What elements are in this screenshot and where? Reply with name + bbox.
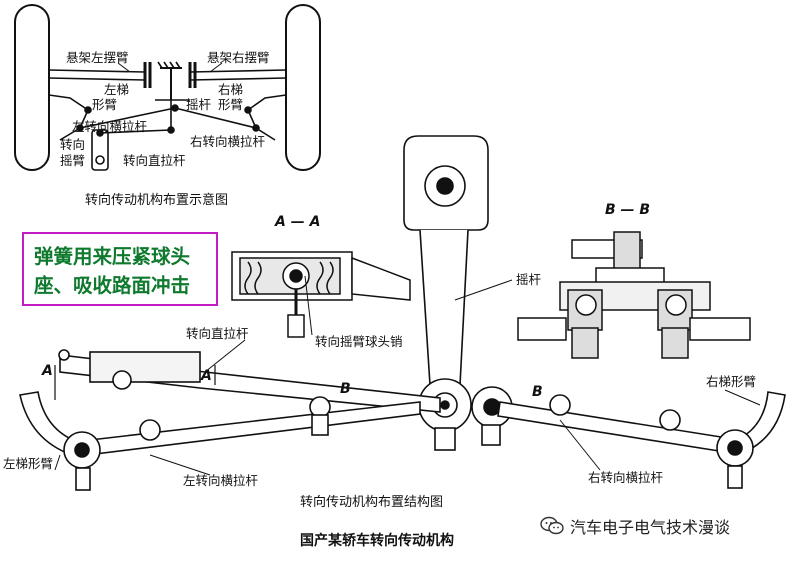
label-left-trap-arm-2: 形臂 [92, 97, 117, 112]
label-rocker: 摇杆 [516, 272, 542, 287]
label-steering-drop-arm-2: 摇臂 [60, 153, 85, 168]
label-drag-link: 转向直拉杆 [186, 326, 249, 341]
label-steering-drop-arm-1: 转向 [60, 137, 85, 152]
label-left-tie-rod: 左转向横拉杆 [72, 119, 148, 134]
right-wheel [285, 4, 321, 171]
marker-a-left: A [41, 363, 53, 379]
watermark-text: 汽车电子电气技术漫谈 [570, 518, 731, 537]
label-right-susp-arm: 悬架右摆臂 [207, 50, 270, 65]
label-right-tie-rod: 右转向横拉杆 [588, 470, 664, 485]
label-left-trap-arm: 左梯形臂 [3, 456, 53, 471]
label-right-trap-arm: 右梯形臂 [706, 374, 756, 389]
figure-title: 国产某轿车转向传动机构 [300, 532, 454, 549]
marker-b-right: B [532, 384, 543, 400]
main-drawing-caption: 转向传动机构布置结构图 [300, 494, 443, 510]
main-structure [19, 135, 786, 491]
marker-a-right: A [200, 368, 212, 384]
label-ball-pin: 转向摇臂球头销 [315, 334, 403, 349]
label-left-tie-rod: 左转向横拉杆 [183, 473, 259, 488]
label-left-susp-arm: 悬架左摆臂 [66, 50, 129, 65]
right-tie-rod [497, 401, 741, 455]
top-schematic-caption: 转向传动机构布置示意图 [85, 192, 228, 208]
callout-line-1: 弹簧用来压紧球头 [34, 245, 191, 268]
top-schematic [14, 4, 321, 171]
section-bb-title: B — B [605, 202, 650, 218]
wechat-icon [540, 516, 564, 535]
spring-callout-box: 弹簧用来压紧球头 座、吸收路面冲击 [22, 232, 218, 306]
section-aa-title: A — A [274, 214, 320, 230]
watermark: 汽车电子电气技术漫谈 [540, 515, 730, 537]
label-right-tie-rod: 右转向横拉杆 [190, 134, 266, 149]
top-schematic-labels: 悬架左摆臂 悬架右摆臂 左梯 形臂 右梯 形臂 摇杆 左转向横拉杆 右转向横拉杆… [60, 50, 270, 208]
label-right-trap-arm-1: 右梯 [218, 82, 243, 97]
label-drag-link-top: 转向直拉杆 [123, 153, 186, 168]
label-right-trap-arm-2: 形臂 [218, 97, 243, 112]
section-bb: B — B [517, 202, 751, 359]
callout-line-2: 座、吸收路面冲击 [34, 274, 191, 297]
section-aa: A — A [231, 214, 411, 338]
left-wheel [14, 4, 50, 171]
label-left-trap-arm-1: 左梯 [104, 82, 129, 97]
label-rocker-arm: 摇杆 [186, 97, 212, 112]
marker-b-left: B [340, 381, 351, 397]
main-structure-labels: 摇杆 转向直拉杆 右梯形臂 左梯形臂 左转向横拉杆 右转向横拉杆 A A B B… [3, 272, 756, 549]
